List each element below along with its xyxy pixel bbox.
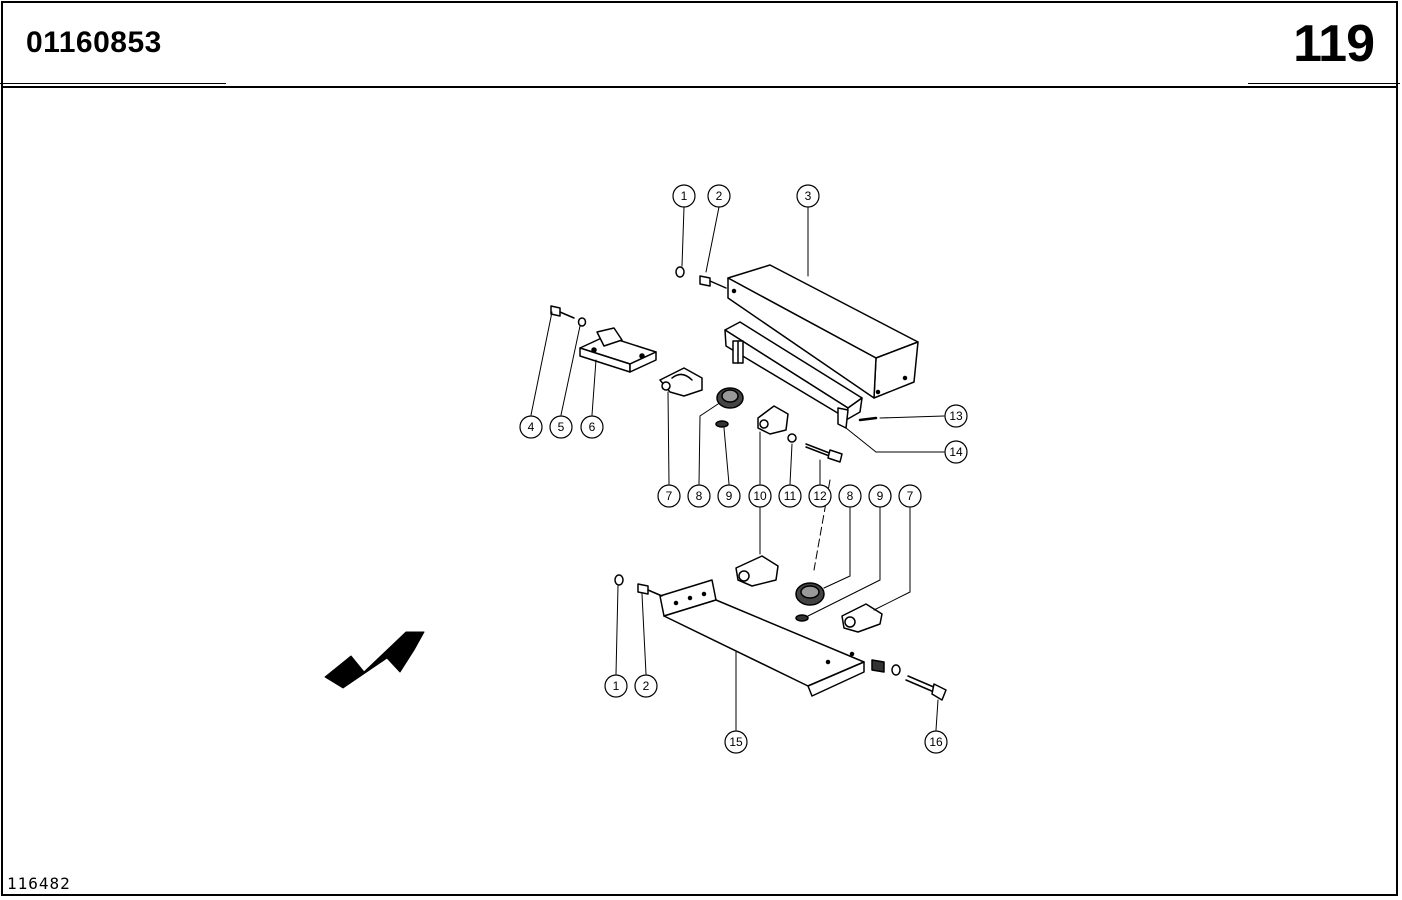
callout-15-label: 15	[729, 735, 743, 749]
part-16-bolt-assembly	[871, 659, 947, 701]
arrow-icon	[324, 631, 425, 689]
callout-16: 16	[924, 730, 948, 754]
title-underline-right	[1248, 83, 1400, 84]
part-10-lower-clip	[735, 555, 779, 587]
title-underline-left	[0, 83, 226, 84]
callout-10-label: 10	[753, 489, 767, 503]
callout-14: 14	[944, 440, 968, 464]
callout-9-upper-label: 9	[726, 489, 733, 503]
part-3-upper-cover	[727, 264, 919, 399]
callout-3: 3	[796, 184, 820, 208]
callout-1-lower: 1	[604, 674, 628, 698]
callout-10: 10	[748, 484, 772, 508]
callout-2-upper-label: 2	[716, 189, 723, 203]
part-13-pin	[858, 416, 878, 422]
callout-1-upper-label: 1	[681, 189, 688, 203]
callout-2-lower-label: 2	[643, 679, 650, 693]
callout-15: 15	[724, 730, 748, 754]
callout-7-lower-label: 7	[907, 489, 914, 503]
part-6-hinge-plate	[579, 327, 657, 373]
doc-number: 01160853	[26, 26, 162, 59]
callout-8-lower: 8	[838, 484, 862, 508]
part-4-screw	[550, 305, 575, 319]
callout-1-lower-label: 1	[613, 679, 620, 693]
callout-12: 12	[808, 484, 832, 508]
page-number: 119	[1293, 15, 1375, 73]
part-14-bracket	[724, 321, 863, 429]
callout-12-label: 12	[813, 489, 827, 503]
part-2-lower-screw	[637, 583, 663, 597]
callout-9-lower: 9	[868, 484, 892, 508]
part-1-lower-washer	[614, 574, 624, 586]
callout-5-label: 5	[558, 420, 565, 434]
callout-8-lower-label: 8	[847, 489, 854, 503]
figure-id: 116482	[7, 874, 71, 893]
callout-9-upper: 9	[717, 484, 741, 508]
callout-7-lower: 7	[898, 484, 922, 508]
callout-9-lower-label: 9	[877, 489, 884, 503]
callout-1-upper: 1	[672, 184, 696, 208]
callout-6-label: 6	[589, 420, 596, 434]
callout-8-upper-label: 8	[696, 489, 703, 503]
callout-11: 11	[778, 484, 802, 508]
part-9-upper-washer	[715, 420, 729, 428]
callout-8-upper: 8	[687, 484, 711, 508]
part-11-washer	[787, 433, 797, 443]
callout-13-label: 13	[949, 409, 963, 423]
part-5-washer	[577, 317, 587, 327]
part-7-upper-clamp	[659, 367, 703, 397]
callout-16-label: 16	[929, 735, 943, 749]
part-12-bolt	[805, 443, 843, 463]
header-rule	[1, 86, 1398, 88]
part-15-lower-bracket	[659, 579, 865, 697]
callout-13: 13	[944, 404, 968, 428]
part-10-upper-clip	[757, 405, 789, 435]
callout-3-label: 3	[805, 189, 812, 203]
callouts: 1 2 3 4 5 6 13 14 7 8 9 10 11 12 8 9 7 1…	[519, 184, 968, 754]
callout-7-upper-label: 7	[666, 489, 673, 503]
callout-14-label: 14	[949, 445, 963, 459]
callout-2-upper: 2	[707, 184, 731, 208]
callout-5: 5	[549, 415, 573, 439]
part-8-lower-damper	[795, 582, 825, 606]
part-7-lower-clamp	[841, 603, 883, 633]
part-8-upper-damper	[716, 387, 744, 409]
callout-7-upper: 7	[657, 484, 681, 508]
callout-6: 6	[580, 415, 604, 439]
callout-2-lower: 2	[634, 674, 658, 698]
part-2-upper-screw	[699, 275, 727, 289]
part-1-upper-washer	[675, 266, 685, 278]
callout-11-label: 11	[784, 489, 797, 503]
callout-4: 4	[519, 415, 543, 439]
callout-4-label: 4	[528, 420, 535, 434]
part-9-lower-washer	[795, 614, 809, 622]
